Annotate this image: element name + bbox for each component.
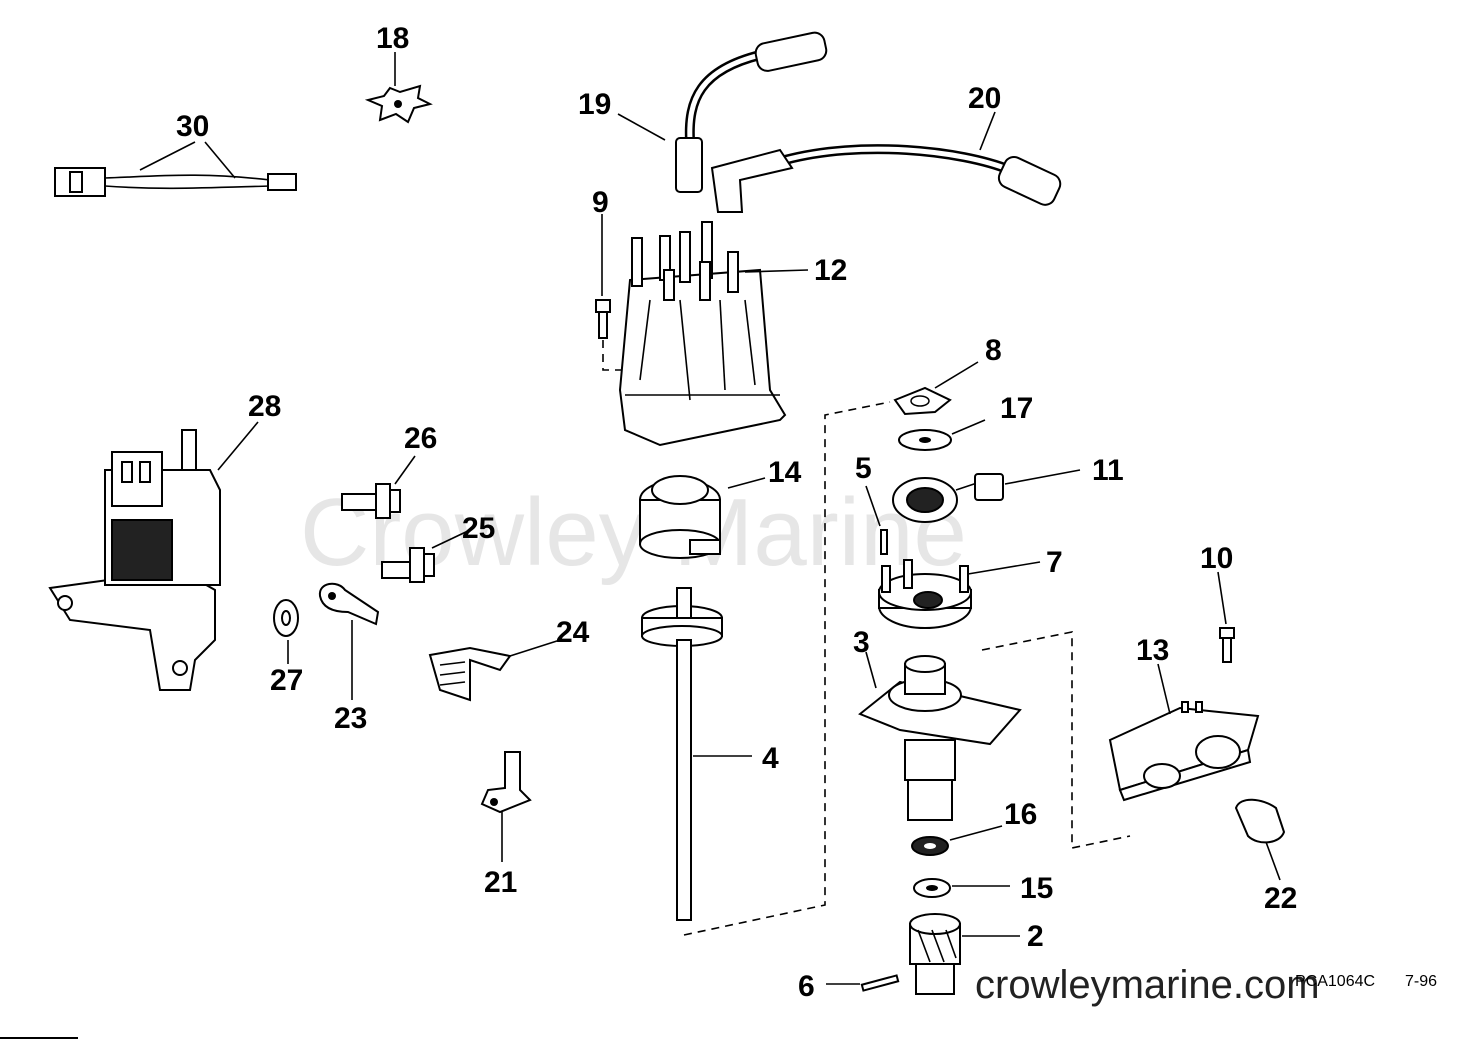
part-12-distributor-cap bbox=[618, 221, 787, 447]
callout-28: 28 bbox=[248, 390, 281, 423]
part-4-shaft bbox=[641, 587, 723, 921]
callout-15: 15 bbox=[1020, 872, 1053, 905]
callout-12: 12 bbox=[814, 254, 847, 287]
part-5-pin bbox=[880, 529, 888, 555]
part-23-terminal bbox=[318, 582, 380, 626]
part-24-connector bbox=[428, 646, 512, 702]
callout-11: 11 bbox=[1092, 454, 1124, 487]
part-17-shim bbox=[898, 429, 952, 451]
part-3-housing bbox=[858, 655, 1022, 821]
part-8-gasket bbox=[893, 386, 952, 416]
part-7-pole-piece bbox=[878, 559, 972, 629]
part-25-bolt bbox=[381, 547, 435, 583]
callout-22: 22 bbox=[1264, 882, 1297, 915]
callout-14: 14 bbox=[768, 456, 802, 489]
callout-2b: 2 bbox=[1027, 920, 1044, 953]
callout-3: 3 bbox=[853, 626, 870, 659]
callout-8: 8 bbox=[985, 334, 1002, 367]
part-14-rotor bbox=[639, 475, 721, 559]
callout-27: 27 bbox=[270, 664, 303, 697]
callout-6: 6 bbox=[798, 970, 815, 1003]
part-30-harness bbox=[54, 167, 297, 197]
callout-25: 25 bbox=[462, 512, 495, 545]
callout-26: 26 bbox=[404, 422, 437, 455]
callout-9: 9 bbox=[592, 186, 609, 219]
callout-10: 10 bbox=[1200, 542, 1233, 575]
part-19-coil-wire bbox=[675, 31, 828, 193]
part-27-washer bbox=[273, 599, 299, 637]
callout-18: 18 bbox=[376, 22, 409, 55]
revision-date: 7-96 bbox=[1405, 973, 1437, 990]
part-22-boot bbox=[1234, 798, 1286, 844]
callout-20: 20 bbox=[968, 82, 1001, 115]
callout-23: 23 bbox=[334, 702, 367, 735]
callout-7: 7 bbox=[1046, 546, 1063, 579]
callout-16: 16 bbox=[1004, 798, 1037, 831]
drawing-code: PCA1064C bbox=[1295, 973, 1375, 990]
site-url: crowleymarine.com bbox=[975, 963, 1320, 1007]
part-28-ignition-coil bbox=[48, 429, 221, 691]
callout-30: 30 bbox=[176, 110, 209, 143]
part-10-screw bbox=[1219, 627, 1235, 663]
callout-24: 24 bbox=[556, 616, 590, 649]
part-13-module bbox=[1108, 701, 1260, 802]
part-11-pickup-coil bbox=[892, 473, 1004, 523]
part-21-bracket bbox=[480, 751, 532, 814]
part-16-washer bbox=[911, 836, 949, 856]
callout-17: 17 bbox=[1000, 392, 1033, 425]
part-15-washer bbox=[913, 878, 951, 898]
callout-13: 13 bbox=[1136, 634, 1169, 667]
part-20-plug-wire bbox=[710, 144, 1062, 213]
callout-4: 4 bbox=[762, 742, 779, 775]
part-26-bolt bbox=[341, 483, 401, 519]
part-9-screw bbox=[595, 299, 611, 339]
part-18-star-clip bbox=[364, 84, 433, 124]
part-6-pin bbox=[860, 974, 900, 992]
part-2-gear bbox=[909, 913, 961, 995]
callout-21: 21 bbox=[484, 866, 517, 899]
callout-5: 5 bbox=[855, 452, 872, 485]
callout-19: 19 bbox=[578, 88, 611, 121]
